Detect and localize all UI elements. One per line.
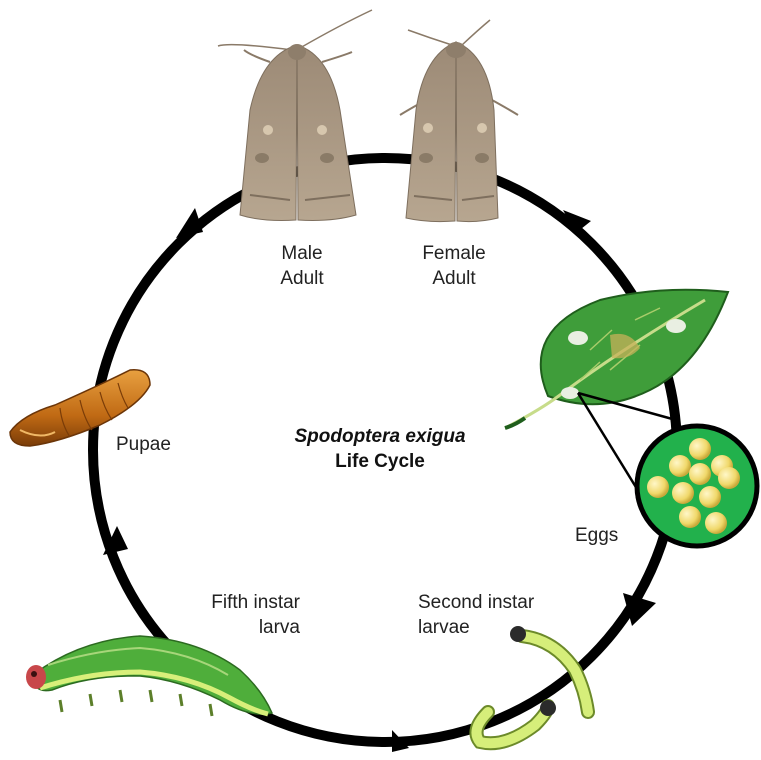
species-name: Spodoptera exigua (294, 426, 465, 447)
male-moth-icon (218, 10, 372, 220)
arrow-icon (176, 208, 203, 238)
fifth-instar-larva-icon (26, 636, 272, 716)
leaf-icon (505, 290, 728, 428)
male-adult-label-line1: Male (262, 241, 342, 266)
female-adult-label-line1: Female (409, 241, 499, 266)
fifth-instar-label-line2: larva (170, 615, 300, 640)
fifth-instar-label-line1: Fifth instar (170, 590, 300, 615)
title-subtitle: Life Cycle (250, 449, 510, 474)
male-adult-label: Male Adult (262, 241, 342, 291)
fifth-instar-label: Fifth instar larva (170, 590, 300, 640)
diagram-title: Spodoptera exigua Life Cycle (250, 424, 510, 474)
female-adult-label: Female Adult (409, 241, 499, 291)
female-adult-label-line2: Adult (409, 266, 499, 291)
female-moth-icon (400, 20, 518, 222)
second-instar-label-line1: Second instar (418, 590, 534, 615)
male-adult-label-line2: Adult (262, 266, 342, 291)
eggs-label: Eggs (575, 523, 618, 548)
second-instar-label-line2: larvae (418, 615, 534, 640)
second-instar-label: Second instar larvae (418, 590, 534, 640)
eggs-zoom-icon (637, 426, 757, 546)
pupae-label: Pupae (116, 432, 171, 457)
